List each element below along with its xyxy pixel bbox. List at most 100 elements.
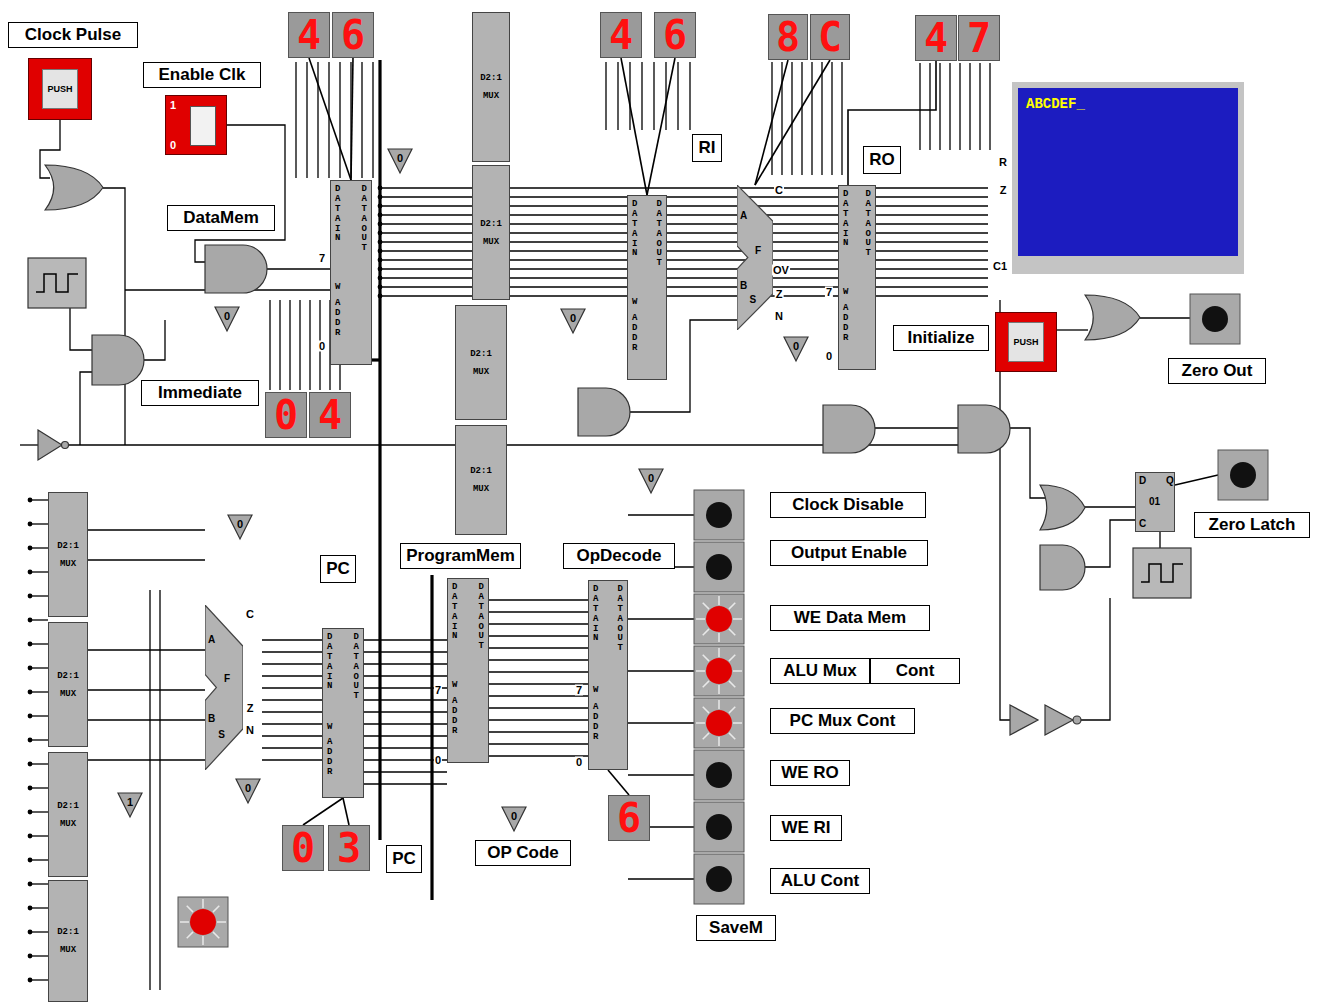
seven-segment-display: 0	[265, 392, 307, 438]
pin-label: 7	[575, 685, 583, 696]
node-text: DataMem	[183, 209, 259, 228]
lamp-ray	[703, 681, 709, 687]
node-text: W	[843, 288, 848, 298]
alu-outline	[737, 185, 773, 330]
multiplexer-chip: D2:1MUX	[48, 752, 88, 877]
lamp-light	[1230, 462, 1256, 488]
lamp-ray	[696, 670, 705, 672]
junction-dot	[378, 258, 383, 263]
pin-label: C1	[992, 261, 1008, 272]
and-gate	[1040, 545, 1085, 590]
pin-label: Z	[246, 703, 255, 714]
node-text: SaveM	[709, 919, 763, 938]
wire	[641, 62, 642, 130]
wire	[919, 63, 920, 150]
wire	[262, 663, 322, 664]
memory-chip: DATA INDATA OUTWADDR	[322, 628, 364, 798]
lamp-light	[706, 502, 732, 528]
wire	[364, 711, 447, 712]
junction-dot	[28, 954, 33, 959]
node-text: DATA OUT	[657, 200, 662, 269]
clock-generator	[28, 258, 86, 308]
bus-wire	[351, 58, 353, 180]
constant-source	[388, 149, 412, 173]
bus-wire	[755, 60, 788, 185]
lamp-ray	[696, 722, 705, 724]
node-text: DATA IN	[843, 190, 848, 249]
node-text: DATA IN	[593, 585, 598, 644]
lamp-ray	[217, 921, 226, 923]
node-text: MUX	[483, 91, 499, 101]
or-gate	[1085, 295, 1140, 340]
lamp-ray	[729, 681, 735, 687]
node-text: Initialize	[907, 329, 974, 348]
wire	[339, 62, 340, 178]
node-text: ProgramMem	[406, 547, 515, 566]
junction-dot	[28, 882, 33, 887]
alu-shape	[205, 605, 243, 770]
lamp-ray	[729, 707, 735, 713]
constant-source	[502, 807, 526, 831]
pin-label: 0	[434, 755, 442, 766]
node-text: OP Code	[487, 844, 558, 863]
node-text: ABCDEF_	[1026, 96, 1085, 112]
pin-label: N	[245, 725, 255, 736]
wire	[262, 651, 322, 652]
node-text: ADDR	[593, 703, 598, 743]
node-text: D2:1	[480, 73, 502, 83]
node-text: ADDR	[843, 304, 848, 344]
wire	[289, 300, 290, 390]
inverter-gate	[38, 430, 62, 460]
node-text: ADDR	[632, 314, 637, 354]
lamp-housing	[694, 750, 744, 800]
node-text: 4	[609, 15, 633, 55]
signal-label: DataMem	[167, 205, 275, 231]
junction-dot	[378, 267, 383, 272]
node-text: D2:1	[470, 466, 492, 476]
wire	[364, 699, 447, 700]
lamp-ray	[729, 733, 735, 739]
wire	[821, 62, 822, 175]
wire	[30, 835, 48, 836]
junction-dot	[28, 834, 33, 839]
lamp-ray	[733, 722, 742, 724]
junction-dot	[28, 522, 33, 527]
junction-dot	[28, 594, 33, 599]
wire	[361, 62, 362, 178]
signal-label: OP Code	[475, 840, 571, 866]
lamp-housing	[1218, 450, 1268, 500]
node-text: 4	[297, 15, 321, 55]
node-text: ADDR	[327, 738, 332, 778]
node-text: A	[208, 635, 215, 645]
signal-label: Output Enable	[770, 540, 928, 566]
wire	[103, 188, 125, 445]
wire	[262, 699, 322, 700]
seven-segment-display: C	[810, 14, 850, 60]
signal-label: WE Data Mem	[770, 605, 930, 631]
node-text: 4	[924, 18, 948, 58]
wire	[364, 639, 447, 640]
node-text: B	[740, 281, 747, 291]
signal-label: Zero Out	[1168, 358, 1266, 384]
wire	[875, 427, 958, 428]
signal-label: Enable Clk	[143, 62, 261, 88]
wire	[364, 735, 447, 736]
lamp-light	[706, 606, 732, 632]
lamp-ray	[718, 737, 720, 746]
node-text: W	[593, 686, 598, 696]
pin-label: 7	[318, 253, 326, 264]
lamp-ray	[202, 936, 204, 945]
node-text: 0	[170, 140, 176, 151]
wire	[30, 811, 48, 812]
lamp-ray	[729, 629, 735, 635]
lamp-light	[706, 554, 732, 580]
wire	[831, 62, 832, 175]
wire	[30, 955, 48, 956]
lamp-light	[706, 710, 732, 736]
wire	[262, 723, 322, 724]
wire	[30, 619, 48, 620]
and-gate	[823, 405, 875, 453]
wire	[364, 723, 447, 724]
node-text: 1	[170, 100, 176, 111]
wire	[88, 559, 205, 560]
